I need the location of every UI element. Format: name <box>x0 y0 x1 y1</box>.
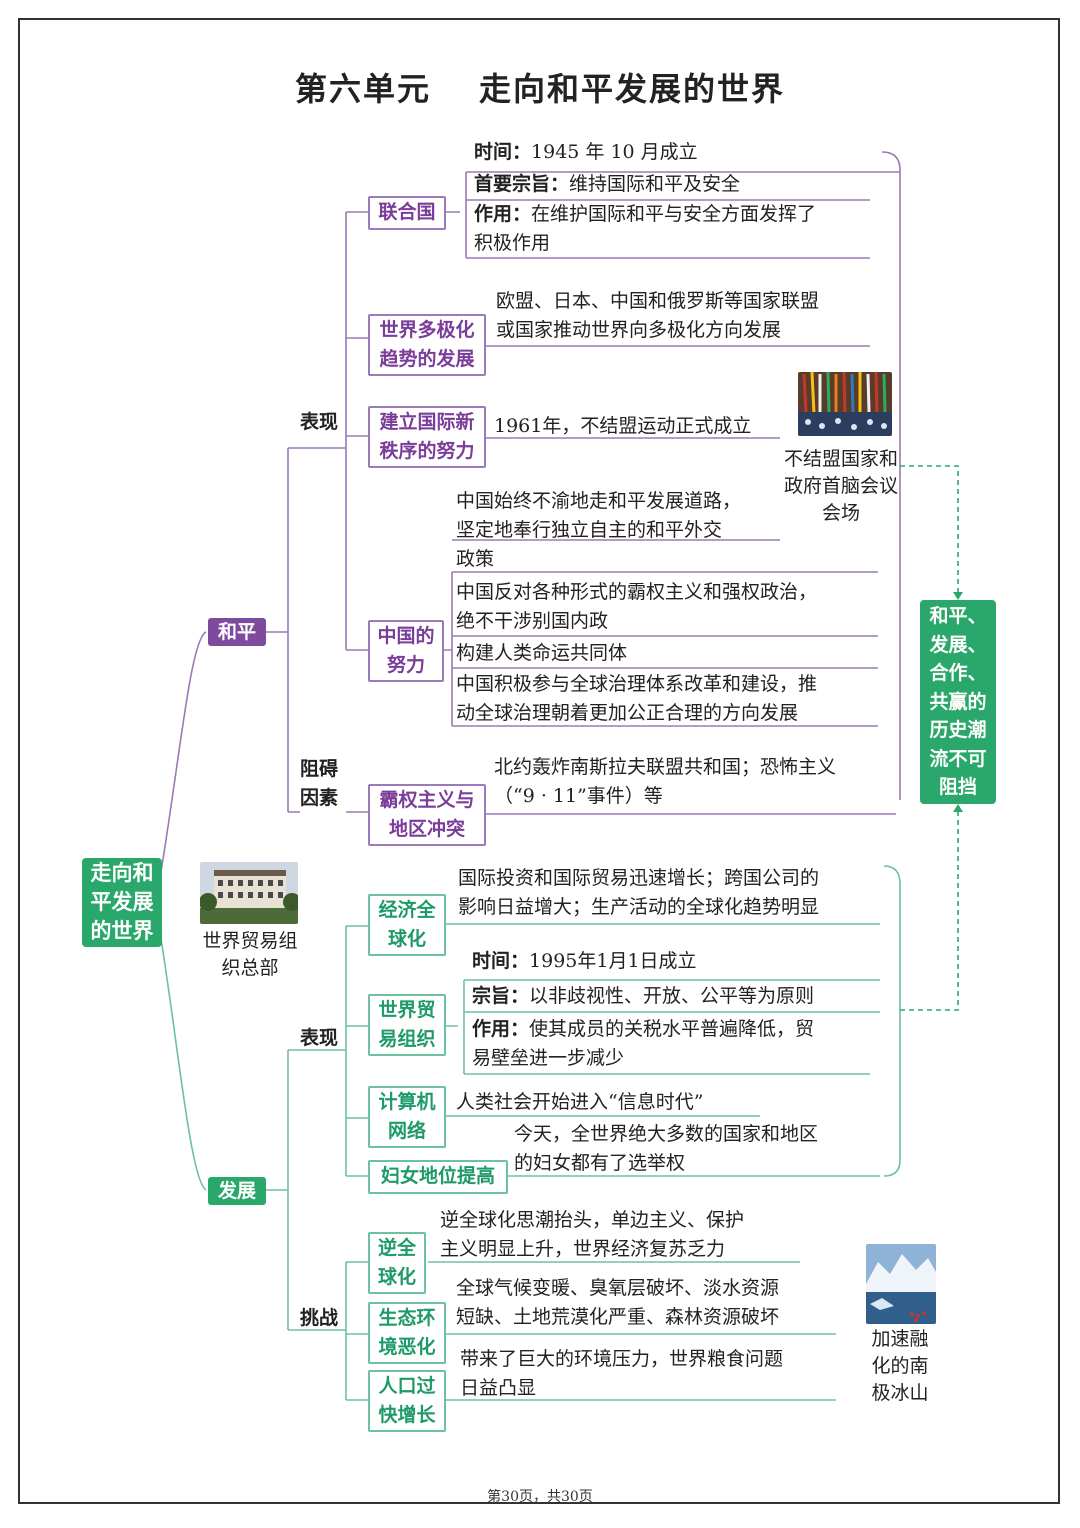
women-text-2: 的妇女都有了选举权 <box>514 1152 686 1174</box>
un-time: 时间：1945 年 10 月成立 <box>474 141 698 163</box>
new-order-node: 建立国际新秩序的努力 <box>368 406 486 468</box>
page-footer: 第30页，共30页 <box>487 1489 593 1505</box>
iceberg-photo <box>866 1244 936 1324</box>
dev-manifest-label: 表现 <box>300 1027 339 1049</box>
china-p1-1: 中国始终不渝地走和平发展道路， <box>456 490 742 512</box>
wto-caption: 世界贸易组织总部 <box>202 930 298 979</box>
multipolar-node: 世界多极化趋势的发展 <box>368 314 486 376</box>
wto-photo <box>200 862 298 924</box>
unit-name: 走向和平发展的世界 <box>479 70 786 108</box>
economy-text-1: 国际投资和国际贸易迅速增长；跨国公司的 <box>458 867 820 889</box>
china-p4-2: 动全球治理朝着更加公正合理的方向发展 <box>456 702 799 724</box>
wto-time: 时间：1995年1月1日成立 <box>472 950 697 972</box>
china-p3: 构建人类命运共同体 <box>456 642 628 664</box>
china-p1-3: 政策 <box>456 548 495 570</box>
population-text-2: 日益凸显 <box>460 1377 537 1399</box>
china-p2-2: 绝不干涉别国内政 <box>456 610 609 632</box>
anti-global-text-1: 逆全球化思潮抬头，单边主义、保护 <box>440 1209 745 1231</box>
dashed-peace-to-conclusion <box>900 465 959 596</box>
conclusion-node: 和平、发展、合作、共赢的历史潮流不可阻挡 <box>920 600 996 804</box>
economy-text-2: 影响日益增大；生产活动的全球化趋势明显 <box>458 896 820 918</box>
un-aim: 首要宗旨：维持国际和平及安全 <box>474 173 741 195</box>
new-order-text: 1961年，不结盟运动正式成立 <box>494 415 752 437</box>
eco-text-1: 全球气候变暖、臭氧层破坏、淡水资源 <box>456 1277 780 1299</box>
un-node: 联合国 <box>368 196 446 230</box>
dashed-dev-to-conclusion <box>900 808 959 1011</box>
peace-manifest-label: 表现 <box>300 411 339 433</box>
china-p1-2: 坚定地奉行独立自主的和平外交 <box>456 519 723 541</box>
hegemony-node: 霸权主义与地区冲突 <box>368 784 486 846</box>
network-text: 人类社会开始进入“信息时代” <box>456 1091 704 1113</box>
women-node: 妇女地位提高 <box>368 1160 508 1194</box>
root-peace-connector <box>157 631 207 891</box>
wto-node: 世界贸易组织 <box>368 994 446 1056</box>
dev-challenge-label: 挑战 <box>300 1307 339 1329</box>
population-node: 人口过快增长 <box>368 1370 446 1432</box>
eco-node: 生态环境恶化 <box>368 1302 446 1364</box>
eco-text-2: 短缺、土地荒漠化严重、森林资源破坏 <box>456 1306 780 1328</box>
wto-aim: 宗旨：以非歧视性、开放、公平等为原则 <box>472 985 815 1007</box>
china-effort-node: 中国的努力 <box>368 620 444 682</box>
development-node: 发展 <box>208 1177 266 1205</box>
un-role: 作用：在维护国际和平与安全方面发挥了积极作用 <box>474 203 817 254</box>
root-node: 走向和平发展的世界 <box>82 858 162 947</box>
network-node: 计算机网络 <box>368 1086 446 1148</box>
population-text-1: 带来了巨大的环境压力，世界粮食问题 <box>460 1348 784 1370</box>
root-dev-connector <box>157 919 207 1191</box>
peace-node: 和平 <box>208 618 266 646</box>
hegemony-text-2: （“9 · 11”事件）等 <box>494 785 663 807</box>
anti-global-node: 逆全球化 <box>368 1232 426 1294</box>
summit-photo <box>798 372 892 436</box>
hegemony-text-1: 北约轰炸南斯拉夫联盟共和国；恐怖主义 <box>494 756 837 778</box>
iceberg-caption: 加速融化的南极冰山 <box>871 1328 929 1404</box>
summit-caption: 不结盟国家和政府首脑会议会场 <box>784 448 899 524</box>
peace-obstacle-label: 阻碍因素 <box>300 758 339 809</box>
unit-number: 第六单元 <box>294 70 431 108</box>
wto-role: 作用：使其成员的关税水平普遍降低，贸易壁垒进一步减少 <box>472 1018 815 1069</box>
multipolar-text-2: 或国家推动世界向多极化方向发展 <box>496 319 782 341</box>
multipolar-text-1: 欧盟、日本、中国和俄罗斯等国家联盟 <box>496 290 820 312</box>
anti-global-text-2: 主义明显上升，世界经济复苏乏力 <box>440 1238 726 1260</box>
economy-node: 经济全球化 <box>368 894 446 956</box>
china-p2-1: 中国反对各种形式的霸权主义和强权政治， <box>456 581 818 603</box>
women-text-1: 今天，全世界绝大多数的国家和地区 <box>514 1123 819 1145</box>
page-frame <box>18 18 1060 1504</box>
china-p4-1: 中国积极参与全球治理体系改革和建设，推 <box>456 673 818 695</box>
page-title: 第六单元 走向和平发展的世界 <box>0 64 1080 110</box>
